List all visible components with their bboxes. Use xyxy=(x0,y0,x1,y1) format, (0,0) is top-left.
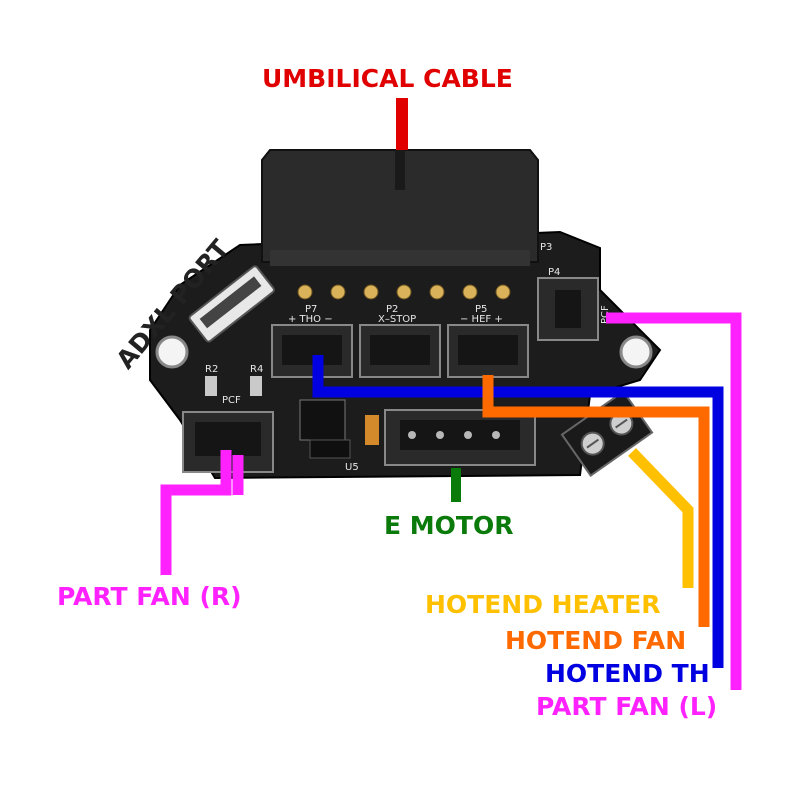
hotend-heater-wire xyxy=(628,448,694,588)
label-hotend-th: HOTEND TH xyxy=(545,659,710,688)
e-motor-marker xyxy=(451,468,461,502)
silk-p7: P7 xyxy=(305,304,317,315)
silk-tho: + THO − xyxy=(288,314,333,325)
silk-p5: P5 xyxy=(475,304,487,315)
connector-latch xyxy=(395,150,405,190)
silk-pcf-right: PCF xyxy=(600,305,611,324)
mounting-hole-right xyxy=(619,335,653,369)
silk-pcf-left: PCF xyxy=(222,395,241,406)
adxl-port-connector xyxy=(188,265,275,343)
part-fan-l-wire xyxy=(606,312,742,690)
hotend-th-wire xyxy=(312,355,724,668)
silk-r2: R2 xyxy=(205,364,218,375)
label-part-fan-l: PART FAN (L) xyxy=(536,692,718,721)
silk-p2: P2 xyxy=(386,304,398,315)
smd-components xyxy=(205,376,379,459)
silk-p3: P3 xyxy=(540,242,552,253)
silk-r4: R4 xyxy=(250,364,263,375)
part-fan-r-wire xyxy=(160,450,232,575)
label-hotend-heater: HOTEND HEATER xyxy=(425,590,661,619)
label-umbilical-cable: UMBILICAL CABLE xyxy=(262,64,513,93)
hotend-fan-wire xyxy=(482,375,710,627)
connector-row-top xyxy=(271,324,529,378)
silk-p4: P4 xyxy=(548,267,560,278)
label-part-fan-r: PART FAN (R) xyxy=(57,582,242,611)
silk-u5: U5 xyxy=(345,462,359,473)
silk-xstop: X–STOP xyxy=(378,314,416,325)
connector-base xyxy=(270,250,530,266)
umbilical-marker xyxy=(396,98,408,150)
umbilical-connector xyxy=(261,149,539,263)
silk-hef: − HEF + xyxy=(460,314,503,325)
mounting-hole-left xyxy=(155,335,189,369)
umbilical-pins xyxy=(297,284,511,300)
label-hotend-fan: HOTEND FAN xyxy=(505,626,687,655)
label-e-motor: E MOTOR xyxy=(384,511,514,540)
